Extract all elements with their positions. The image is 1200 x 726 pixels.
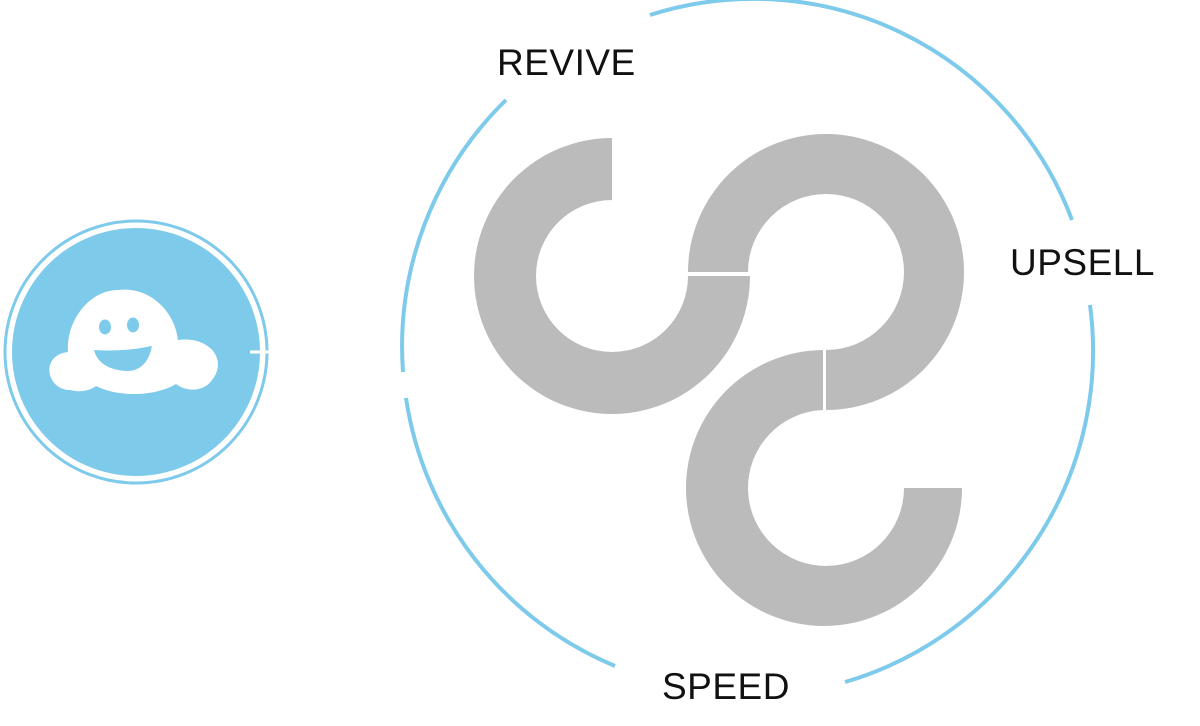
- arc-right: [688, 134, 964, 410]
- smiling-cloud-icon: [49, 289, 218, 395]
- label-upsell: UPSELL: [1010, 242, 1155, 283]
- label-speed: SPEED: [662, 666, 790, 707]
- label-revive: REVIVE: [497, 42, 636, 83]
- cycle-ring: [400, 0, 1096, 684]
- cloud-left-eye: [99, 319, 111, 335]
- cloud-right-eye: [127, 317, 139, 333]
- logo-badge: [3, 219, 270, 485]
- cycle-arc-bottom-left: [404, 397, 616, 668]
- cycle-arc-left-top: [400, 98, 508, 373]
- interlocking-s-arcs: [474, 134, 964, 626]
- cloud-mouth: [94, 346, 152, 371]
- cycle-arc-top-right: [649, 0, 1074, 221]
- arc-bottom: [685, 350, 962, 626]
- cycle-arc-right-bottom: [844, 304, 1096, 684]
- arc-left: [474, 138, 750, 414]
